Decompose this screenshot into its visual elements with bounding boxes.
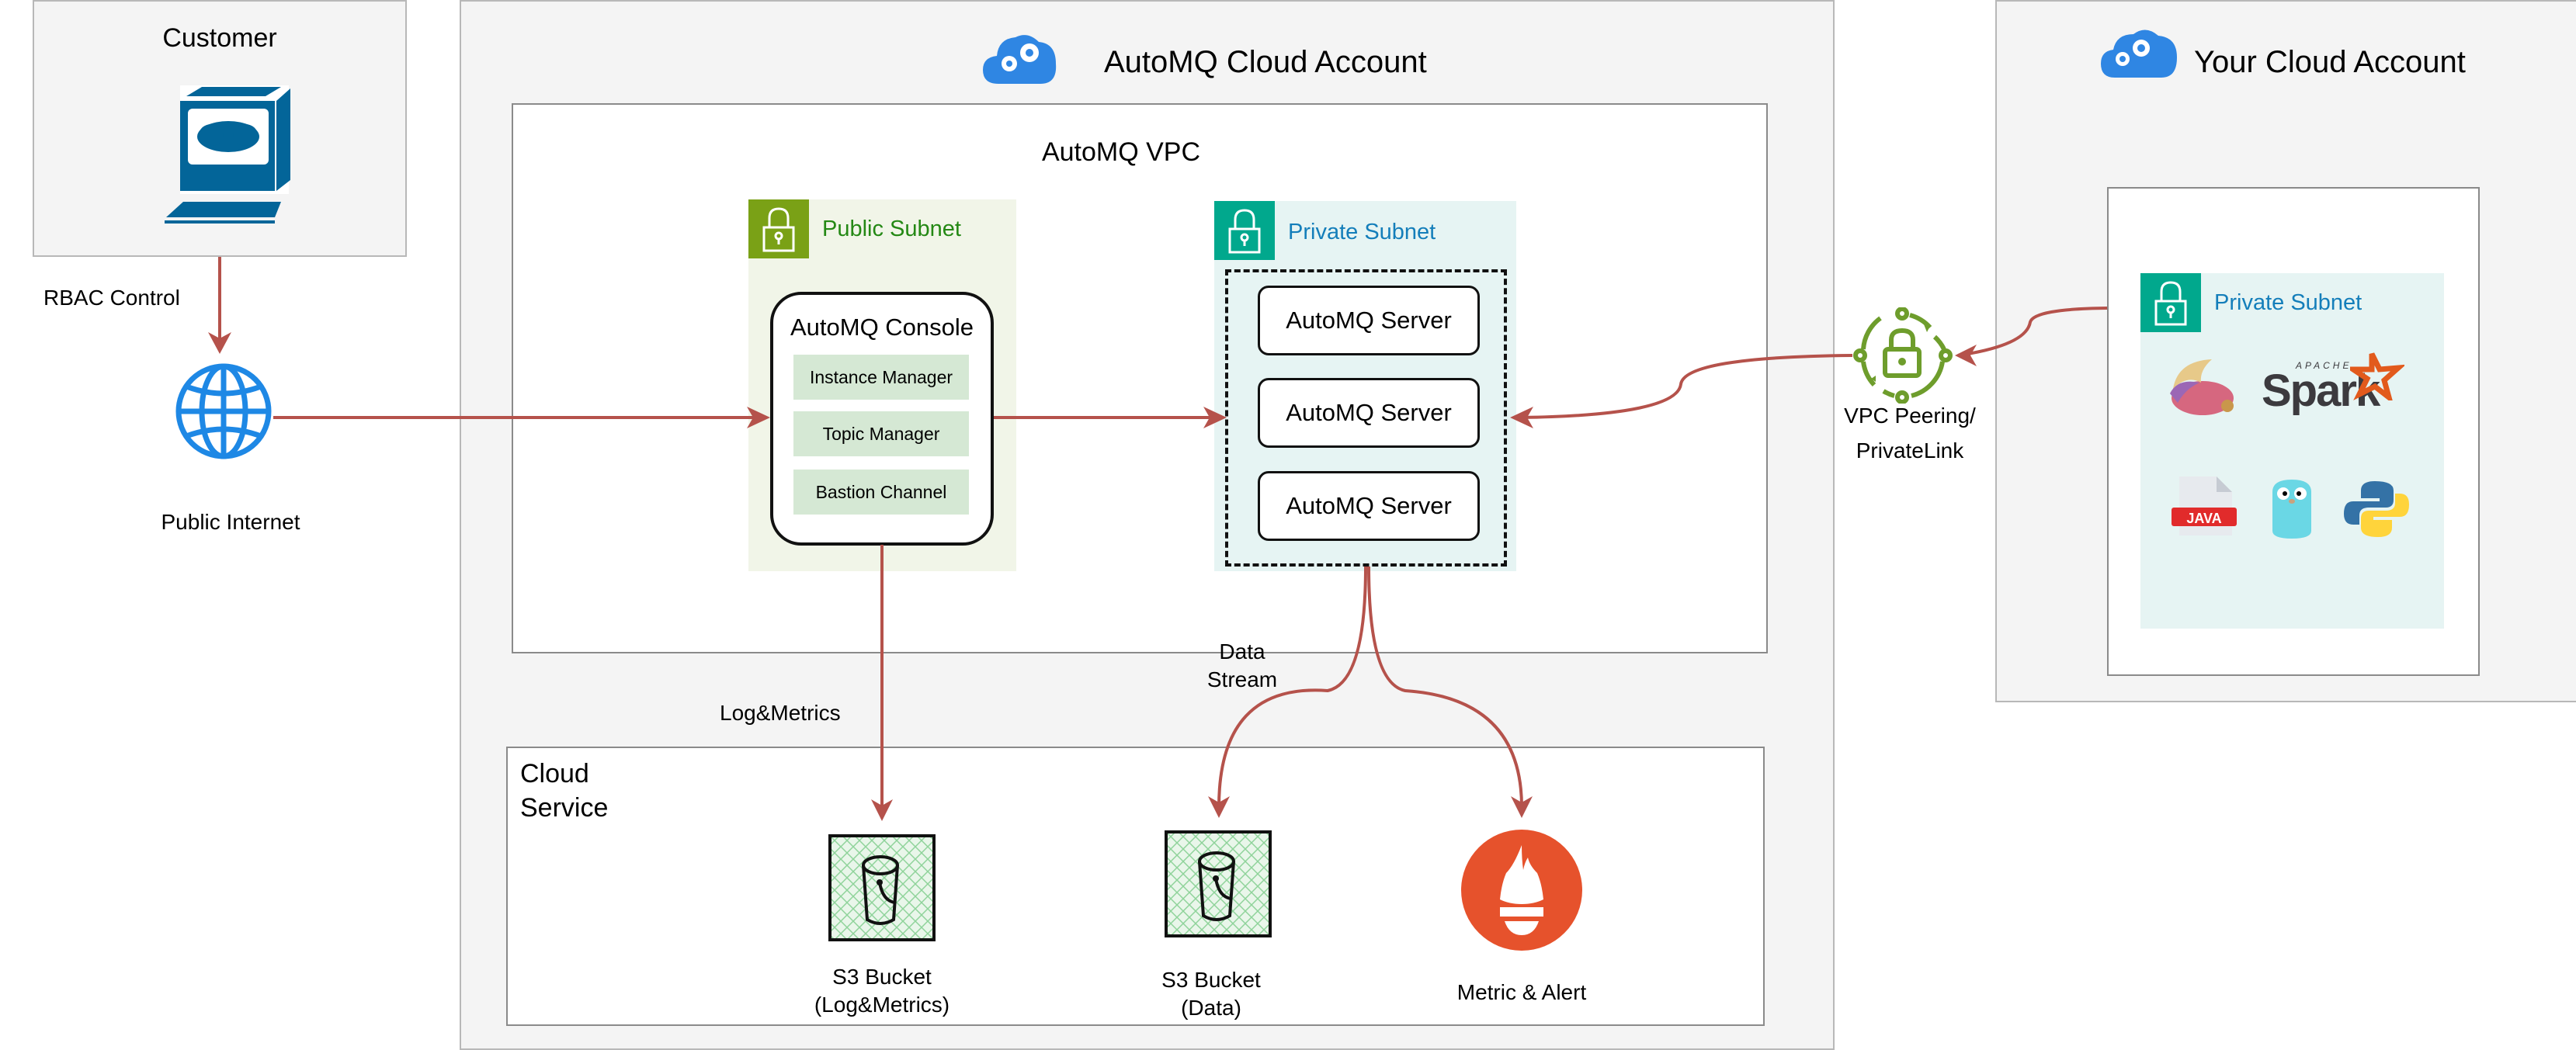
s3-bucket-icon[interactable] (828, 834, 936, 941)
vpc-peering-label-line1: VPC Peering/ (1844, 404, 1976, 428)
automq-console[interactable]: AutoMQ Console Instance Manager Topic Ma… (770, 292, 994, 546)
s3-data-label-line1: S3 Bucket (1161, 968, 1261, 992)
s3-log-metrics-label-line2: (Log&Metrics) (814, 993, 950, 1017)
lock-icon (2154, 281, 2187, 326)
rbac-control-label: RBAC Control (43, 286, 180, 310)
your-private-subnet: Private Subnet APACHE Spark JAVA (2140, 273, 2444, 629)
public-subnet-title: Public Subnet (822, 217, 961, 241)
public-subnet: Public Subnet AutoMQ Console Instance Ma… (748, 199, 1016, 571)
customer-title: Customer (162, 23, 277, 53)
data-stream-label-line2: Stream (1206, 667, 1278, 691)
private-subnet-title: Private Subnet (1288, 220, 1436, 244)
public-subnet-header (748, 199, 809, 258)
automq-account-title: AutoMQ Cloud Account (1104, 45, 1427, 79)
topic-manager-module[interactable]: Topic Manager (793, 411, 969, 456)
metric-alert-label: Metric & Alert (1456, 980, 1587, 1004)
data-stream-label-line1: Data (1219, 639, 1265, 664)
computer-terminal-icon (165, 85, 290, 224)
cloud-gears-icon (2101, 29, 2177, 78)
cloud-service-title-line1: Cloud (520, 759, 589, 788)
private-subnet: Private Subnet AutoMQ Server AutoMQ Serv… (1214, 201, 1516, 571)
flink-squirrel-icon (2170, 359, 2234, 415)
s3-bucket-icon[interactable] (1165, 830, 1272, 937)
automq-server[interactable]: AutoMQ Server (1258, 378, 1480, 448)
server-cluster: AutoMQ Server AutoMQ Server AutoMQ Serve… (1225, 269, 1507, 567)
automq-server[interactable]: AutoMQ Server (1258, 286, 1480, 355)
lock-icon (762, 207, 795, 252)
spark-star-icon (2350, 352, 2404, 400)
spark-apache-label: APACHE (2296, 360, 2352, 371)
s3-log-metrics-label-line1: S3 Bucket (832, 965, 932, 989)
console-title: AutoMQ Console (790, 314, 974, 341)
vpc-peering-lock-icon[interactable] (1852, 307, 1953, 404)
go-gopher-icon (2272, 480, 2311, 539)
customer-group: Customer (33, 0, 407, 257)
arrowhead (1955, 345, 1977, 366)
vpc-title: AutoMQ VPC (1041, 137, 1201, 167)
private-subnet-header (1214, 201, 1275, 260)
automq-vpc-group: AutoMQ VPC (512, 103, 1768, 653)
java-label: JAVA (2186, 511, 2222, 526)
public-internet-label: Public Internet (161, 510, 300, 534)
s3-data-label-line2: (Data) (1181, 996, 1241, 1020)
automq-server[interactable]: AutoMQ Server (1258, 471, 1480, 541)
bastion-channel-module[interactable]: Bastion Channel (793, 470, 969, 515)
python-icon (2344, 481, 2409, 537)
instance-manager-module[interactable]: Instance Manager (793, 355, 969, 400)
cloud-gears-icon (983, 35, 1057, 84)
arrowhead (208, 332, 231, 354)
vpc-peering-label-line2: PrivateLink (1856, 438, 1964, 463)
lock-icon (1228, 209, 1261, 254)
java-file-icon (2172, 476, 2237, 535)
prometheus-icon[interactable] (1460, 828, 1584, 952)
your-account-title: Your Cloud Account (2194, 45, 2466, 79)
cloud-service-title-line2: Service (520, 793, 609, 823)
globe-icon (175, 363, 272, 459)
your-private-subnet-title: Private Subnet (2214, 290, 2362, 315)
log-metrics-label: Log&Metrics (720, 701, 841, 725)
your-private-subnet-header (2140, 273, 2201, 332)
